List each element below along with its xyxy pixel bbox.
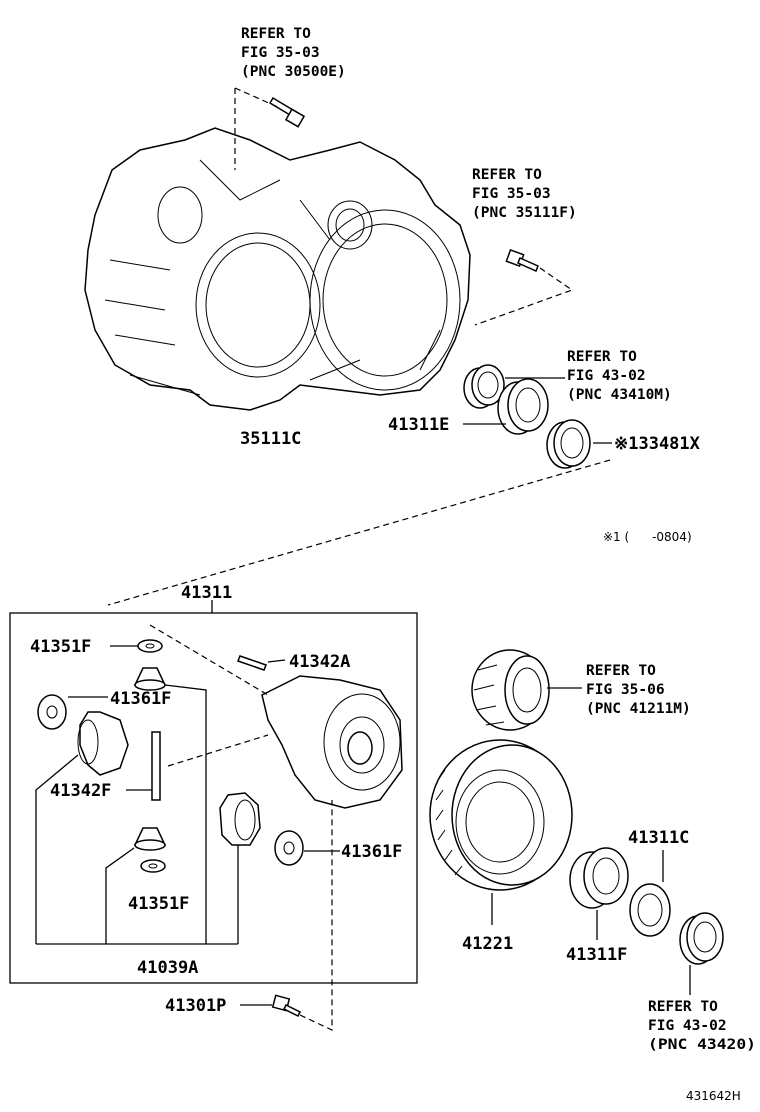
ref-bearing-top-line1: REFER TO <box>567 349 637 365</box>
ref-bolt1-line1: REFER TO <box>241 26 311 42</box>
ref-gear-line3: (PNC 41211M) <box>586 701 691 717</box>
bearing-race-41311C-icon <box>629 883 671 937</box>
part-label-41351F-bottom: 41351F <box>128 894 189 914</box>
ref-bearing-bottom-line3: (PNC 43420) <box>648 1037 756 1053</box>
bolt-41301P-icon <box>271 994 302 1018</box>
part-label-41311C: 41311C <box>628 828 689 848</box>
part-label-41221: 41221 <box>462 934 513 954</box>
part-label-41351F-top: 41351F <box>30 637 91 657</box>
bearing-race-43410M-icon <box>463 364 505 409</box>
ref-bolt2-line3: (PNC 35111F) <box>472 205 577 221</box>
thrust-washer-41361F-right-icon <box>274 830 304 866</box>
part-label-41311: 41311 <box>181 583 232 603</box>
part-label-41039A: 41039A <box>137 958 198 978</box>
ring-gear-41221-icon <box>429 739 573 891</box>
ref-bolt1-line3: (PNC 30500E) <box>241 64 346 80</box>
part-label-41311E: 41311E <box>388 415 449 435</box>
ref-bolt2-line1: REFER TO <box>472 167 542 183</box>
washer-41351F-top-icon <box>137 639 163 653</box>
part-label-41301P: 41301P <box>165 996 226 1016</box>
differential-assembly-box <box>9 612 418 984</box>
footnote: ※1 ( -0804) <box>603 530 692 544</box>
bolt-35111F-icon <box>505 249 539 273</box>
thrust-washer-41361F-left-icon <box>37 694 67 730</box>
side-gear-right-icon <box>219 792 261 846</box>
ref-bearing-bottom-line2: FIG 43-02 <box>648 1018 727 1034</box>
part-label-41361F-left: 41361F <box>110 689 171 709</box>
pinion-gear-bottom-icon <box>133 827 167 851</box>
bearing-41311F-icon <box>569 847 629 909</box>
ref-bearing-top-line2: FIG 43-02 <box>567 368 646 384</box>
drawing-code: 431642H <box>686 1089 741 1103</box>
part-label-35111C: 35111C <box>240 429 301 449</box>
part-label-41342F: 41342F <box>50 781 111 801</box>
transaxle-case-drawing <box>84 127 471 411</box>
pin-41342A-icon <box>237 655 267 671</box>
ref-gear-line2: FIG 35-06 <box>586 682 665 698</box>
differential-case-icon <box>261 675 403 809</box>
ref-bearing-bottom-line1: REFER TO <box>648 999 718 1015</box>
ref-bolt2-line2: FIG 35-03 <box>472 186 551 202</box>
pinion-shaft-41342F-icon <box>151 731 161 801</box>
bolt-30500E-icon <box>268 96 306 128</box>
side-gear-left-icon <box>77 711 129 776</box>
ref-gear-line1: REFER TO <box>586 663 656 679</box>
part-label-33481X: ※133481X <box>614 434 701 454</box>
part-label-41311F: 41311F <box>566 945 627 965</box>
bearing-race-43420-icon <box>679 912 724 965</box>
washer-41351F-bottom-icon <box>140 859 166 873</box>
pinion-gear-top-icon <box>133 667 167 691</box>
bearing-41311E-icon <box>497 378 549 435</box>
part-label-41361F-right: 41361F <box>341 842 402 862</box>
part-label-41342A: 41342A <box>289 652 350 672</box>
ref-bolt1-line2: FIG 35-03 <box>241 45 320 61</box>
ref-bearing-top-line3: (PNC 43410M) <box>567 387 672 403</box>
drive-gear-41211M-icon <box>471 649 550 731</box>
oil-seal-33481X-icon <box>546 419 591 469</box>
